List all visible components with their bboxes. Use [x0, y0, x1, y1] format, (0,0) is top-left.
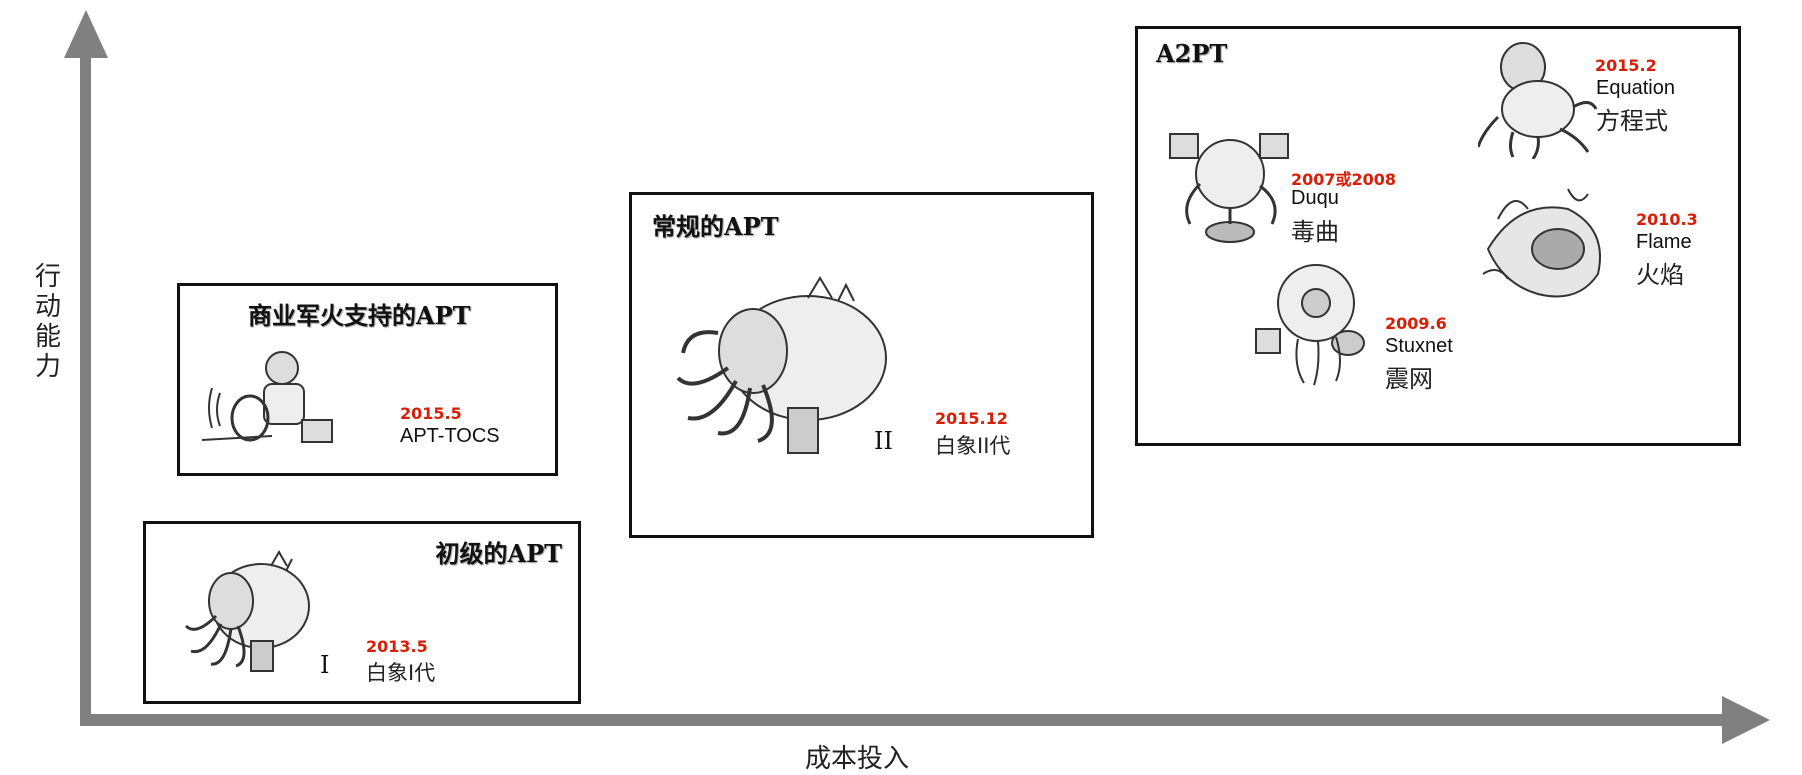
group-a2pt: A2PT 2015.2 Equation 方程式 2007或2008 Duqu …: [1135, 26, 1741, 446]
entry-name-en: Flame: [1636, 231, 1692, 253]
y-axis-arrow: [64, 10, 108, 724]
roman-numeral: II: [874, 427, 893, 455]
group-title: 初级的APT: [435, 539, 562, 568]
group-title: 常规的APT: [652, 212, 779, 241]
entry-date: 2010.3: [1636, 210, 1698, 229]
x-axis-arrow: [80, 696, 1770, 744]
roman-numeral: I: [320, 651, 330, 679]
entry-name-cn: 方程式: [1596, 107, 1668, 135]
robot-sketch-icon: [202, 351, 333, 443]
machine-sketch-icon: [1169, 133, 1289, 243]
entry-date: 2015.2: [1595, 56, 1657, 75]
elephant-sketch-icon: [676, 276, 887, 454]
octopus-sketch-icon: [1478, 42, 1598, 159]
entry-name-cn: 毒曲: [1291, 218, 1339, 246]
entry-date: 2015.5: [400, 404, 462, 423]
entry-date: 2007或2008: [1291, 170, 1397, 189]
entry-name-en: APT-TOCS: [400, 425, 500, 447]
entry-date: 2009.6: [1385, 314, 1447, 333]
flame-creature-sketch-icon: [1482, 188, 1601, 298]
entry-name-cn: 震网: [1385, 365, 1433, 393]
group-commercial-apt: 商业军火支持的APT 2015.5 APT-TOCS: [177, 283, 558, 476]
entry-name-cn: 火焰: [1636, 261, 1684, 289]
entry-name-en: Duqu: [1291, 187, 1339, 209]
entry-date: 2015.12: [935, 409, 1008, 428]
entry-name-en: Equation: [1596, 77, 1675, 99]
entry-date: 2013.5: [366, 637, 428, 656]
entry-name-en: Stuxnet: [1385, 335, 1453, 357]
x-axis-label: 成本投入: [805, 744, 910, 774]
group-title: 商业军火支持的APT: [248, 301, 471, 330]
y-axis-label: 行动能力: [34, 262, 61, 382]
elephant-sketch-icon: [184, 549, 310, 672]
gear-monster-sketch-icon: [1255, 264, 1365, 386]
entry-name-cn: 白象II代: [935, 434, 1011, 458]
entry-name-cn: 白象I代: [366, 661, 436, 685]
group-title: A2PT: [1156, 39, 1228, 68]
group-regular-apt: 常规的APT II 2015.12 白象II代: [629, 192, 1094, 538]
group-basic-apt: 初级的APT I 2013.5 白象I代: [143, 521, 581, 704]
